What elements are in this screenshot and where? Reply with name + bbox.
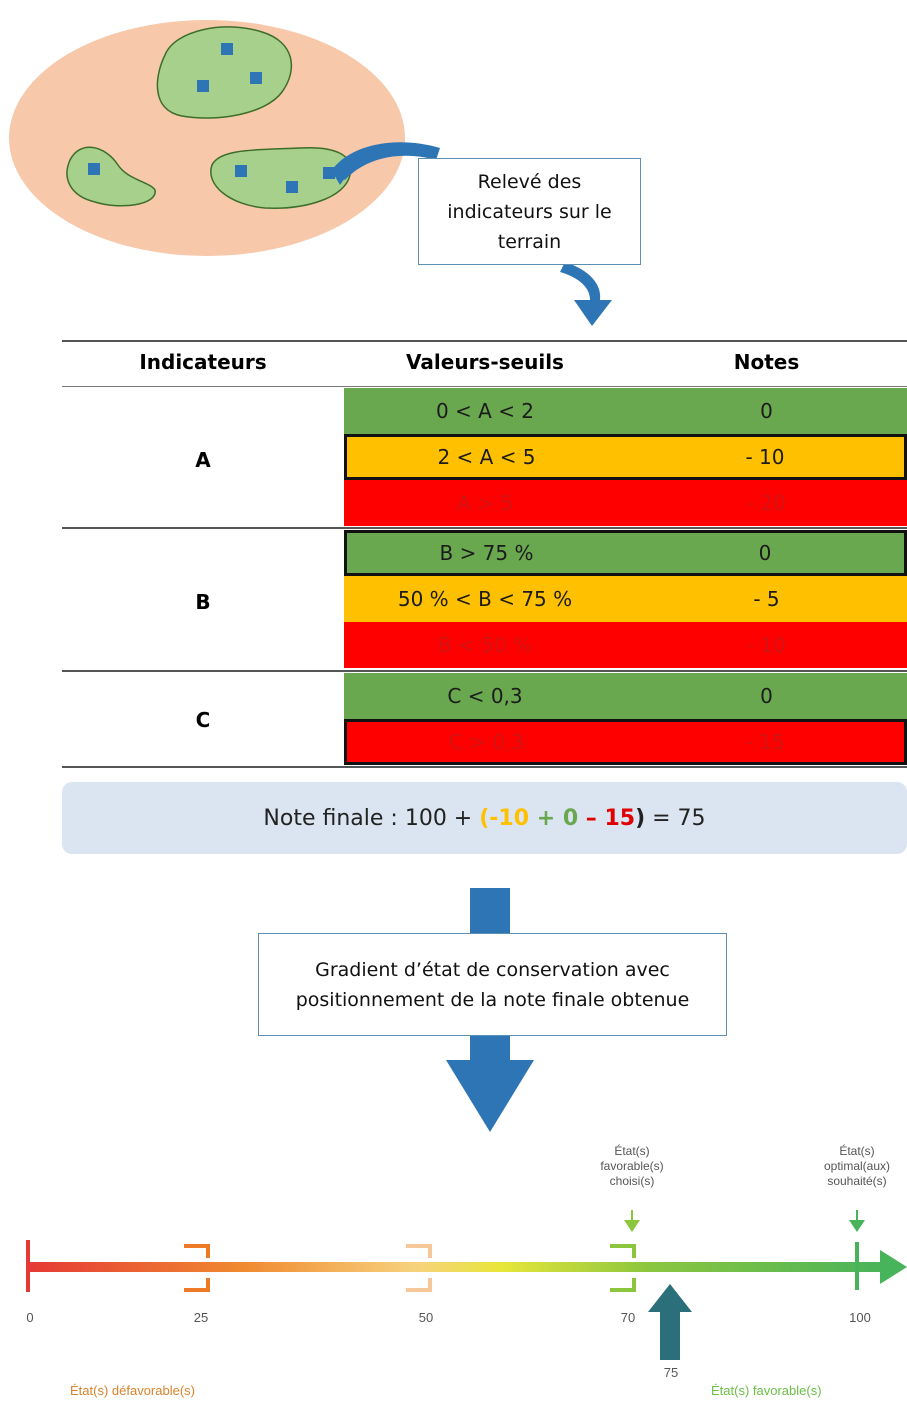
habitat-patch-top bbox=[156, 26, 293, 119]
table-top-rule bbox=[62, 340, 907, 342]
tick-label-70: 70 bbox=[620, 1310, 636, 1325]
field-survey-callout: Relevé des indicateurs sur le terrain bbox=[418, 158, 641, 265]
table-row-selected: B > 75 % 0 bbox=[344, 530, 907, 576]
curved-arrow-head bbox=[330, 168, 352, 185]
field-survey-text: Relevé des indicateurs sur le terrain bbox=[447, 170, 612, 253]
indicator-a: A bbox=[195, 448, 211, 472]
threshold-cell: 50 % < B < 75 % bbox=[344, 576, 626, 622]
sample-point bbox=[286, 181, 298, 193]
optimal-state-label: État(s) optimal(aux) souhaité(s) bbox=[807, 1144, 907, 1189]
chosen-state-line: choisi(s) bbox=[609, 1174, 655, 1188]
tick-label-100: 100 bbox=[849, 1310, 871, 1325]
bracket-50 bbox=[406, 1244, 432, 1292]
final-note-close-paren: ) bbox=[635, 805, 646, 831]
table-row-selected: 2 < A < 5 - 10 bbox=[344, 434, 907, 480]
threshold-cell: A > 5 bbox=[344, 480, 626, 526]
header-rule bbox=[62, 386, 907, 387]
scale-start-tick bbox=[26, 1240, 30, 1292]
table-row-selected: C > 0,3 - 15 bbox=[344, 719, 907, 765]
site-map-illustration bbox=[9, 20, 612, 326]
final-note-value-c: 15 bbox=[604, 805, 636, 831]
optimal-state-line: souhaité(s) bbox=[827, 1174, 887, 1188]
unfavorable-state-label: État(s) défavorable(s) bbox=[70, 1383, 195, 1398]
sample-point bbox=[221, 43, 233, 55]
table-row: 50 % < B < 75 % - 5 bbox=[344, 576, 907, 622]
note-cell: - 10 bbox=[626, 437, 904, 477]
final-note-suffix: = 75 bbox=[645, 805, 706, 831]
gradient-text: Gradient d’état de conservation avec pos… bbox=[295, 958, 690, 1011]
indicator-c: C bbox=[195, 708, 211, 732]
favorable-state-label: État(s) favorable(s) bbox=[711, 1383, 822, 1398]
table-row: B < 50 % - 10 bbox=[344, 622, 907, 668]
threshold-cell: B > 75 % bbox=[347, 533, 626, 573]
curved-arrow-icon bbox=[332, 142, 440, 180]
table-row: 0 < A < 2 0 bbox=[344, 388, 907, 434]
final-note-open-paren: ( bbox=[479, 805, 490, 831]
header-indicateurs: Indicateurs bbox=[139, 350, 267, 374]
result-label-75: 75 bbox=[663, 1365, 679, 1380]
note-cell: - 15 bbox=[626, 722, 904, 762]
optimal-state-line: État(s) bbox=[839, 1144, 875, 1158]
sample-point bbox=[197, 80, 209, 92]
result-arrow-icon bbox=[648, 1284, 692, 1360]
table-row: C < 0,3 0 bbox=[344, 673, 907, 719]
chosen-state-label: État(s) favorable(s) choisi(s) bbox=[580, 1144, 684, 1189]
final-note-box: Note finale : 100 + (-10 + 0 – 15) = 75 bbox=[62, 782, 907, 854]
tick-100 bbox=[855, 1242, 859, 1290]
group-rule bbox=[62, 527, 907, 529]
final-note-value-a: -10 bbox=[489, 805, 530, 831]
table-bottom-rule bbox=[62, 766, 907, 768]
note-cell: - 20 bbox=[626, 480, 907, 526]
final-note-value-b: 0 bbox=[562, 805, 579, 831]
final-note-plus: + bbox=[529, 805, 563, 831]
threshold-cell: 0 < A < 2 bbox=[344, 388, 626, 434]
optimal-state-line: optimal(aux) bbox=[823, 1159, 891, 1173]
threshold-cell: C > 0,3 bbox=[347, 722, 626, 762]
threshold-cell: 2 < A < 5 bbox=[347, 437, 626, 477]
gradient-bar bbox=[28, 1262, 888, 1272]
threshold-cell: B < 50 % bbox=[344, 622, 626, 668]
tick-label-50: 50 bbox=[418, 1310, 434, 1325]
group-rule bbox=[62, 670, 907, 672]
tick-label-25: 25 bbox=[193, 1310, 209, 1325]
bracket-25 bbox=[184, 1244, 210, 1292]
sample-point bbox=[88, 163, 100, 175]
table-row: A > 5 - 20 bbox=[344, 480, 907, 526]
final-note-minus: – bbox=[578, 805, 605, 831]
note-cell: 0 bbox=[626, 388, 907, 434]
down-arrow-head bbox=[574, 300, 612, 326]
chosen-state-line: État(s) bbox=[614, 1144, 650, 1158]
habitat-patch-left bbox=[66, 146, 156, 207]
bracket-70 bbox=[610, 1244, 636, 1292]
header-valeurs-seuils: Valeurs-seuils bbox=[406, 350, 564, 374]
note-cell: - 5 bbox=[626, 576, 907, 622]
sample-point bbox=[235, 165, 247, 177]
indicator-b: B bbox=[195, 590, 211, 614]
note-cell: - 10 bbox=[626, 622, 907, 668]
gradient-callout: Gradient d’état de conservation avec pos… bbox=[258, 933, 727, 1036]
scale-arrow-head bbox=[880, 1250, 907, 1284]
conservation-gradient-scale bbox=[26, 1210, 907, 1360]
chosen-state-arrow-icon bbox=[624, 1220, 640, 1232]
final-note-prefix: Note finale : 100 + bbox=[263, 805, 480, 831]
down-curved-arrow-icon bbox=[560, 262, 601, 300]
header-notes: Notes bbox=[733, 350, 800, 374]
sample-point bbox=[250, 72, 262, 84]
optimal-state-arrow-icon bbox=[849, 1220, 865, 1232]
note-cell: 0 bbox=[626, 533, 904, 573]
threshold-cell: C < 0,3 bbox=[344, 673, 626, 719]
tick-label-0: 0 bbox=[26, 1310, 34, 1325]
chosen-state-line: favorable(s) bbox=[600, 1159, 664, 1173]
note-cell: 0 bbox=[626, 673, 907, 719]
